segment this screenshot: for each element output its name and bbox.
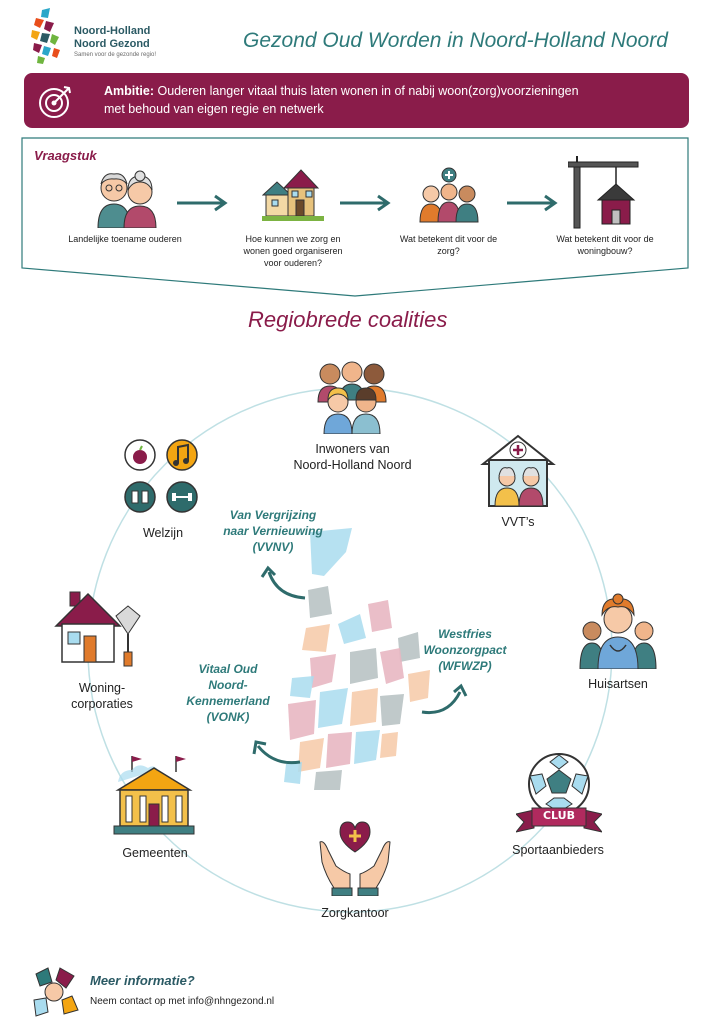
node-inwoners-line-1: Inwoners van (315, 442, 390, 456)
coalition-vvnv-line-3: (VVNV) (252, 540, 294, 554)
residents-icon (317, 361, 387, 434)
arrow-right-icon (340, 194, 391, 212)
node-sportaanbieders: Sportaanbieders (512, 843, 604, 857)
wellbeing-icons (124, 439, 198, 513)
nursing-home-icon (480, 434, 556, 507)
town-hall-icon (113, 756, 195, 835)
contact-info[interactable]: Neem contact op met info@nhngezond.nl (90, 996, 275, 1007)
ambition-label: Ambitie: (104, 84, 154, 98)
ambition-banner: Ambitie: Ouderen langer vitaal thuis lat… (24, 73, 689, 128)
logo-mark-icon (31, 8, 60, 64)
node-gemeenten: Gemeenten (122, 846, 188, 860)
step-3-label-line-2: zorg? (437, 246, 460, 256)
curved-arrow-icon (260, 565, 306, 600)
logo-line-1: Noord-Holland (74, 25, 151, 37)
page-title: Gezond Oud Worden in Noord-Holland Noord (243, 29, 668, 52)
coalition-vonk-line-1: Vitaal Oud (198, 662, 258, 676)
curved-arrow-icon (252, 740, 301, 765)
node-woning-line-1: Woning- (78, 681, 126, 695)
club-badge: CLUB (542, 809, 575, 822)
region-map-icon (284, 528, 430, 790)
soccer-club-icon (516, 753, 602, 833)
step-3-label-line-1: Wat betekent dit voor de (399, 234, 498, 244)
coalition-wfwzp-line-3: (WFWZP) (438, 659, 492, 673)
arrow-right-icon (507, 194, 558, 212)
logo-line-2: Noord Gezond (74, 38, 150, 50)
step-4-label-line-2: woningbouw? (577, 246, 633, 256)
step-2-label-line-2: wonen goed organiseren (243, 246, 343, 256)
coalition-vonk-line-3: Kennemerland (186, 694, 270, 708)
ambition-text-line-2: met behoud van eigen regie en netwerk (104, 102, 324, 116)
curved-arrow-icon (421, 683, 468, 715)
step-2-label-line-3: voor ouderen? (263, 258, 323, 268)
coalition-vonk-line-4: (VONK) (206, 710, 250, 724)
arrow-right-icon (177, 194, 228, 212)
coalition-wfwzp-line-1: Westfries (438, 627, 492, 641)
coalition-vvnv-line-1: Van Vergrijzing (229, 508, 317, 522)
heart-hands-icon (319, 821, 391, 896)
step-4-label-line-1: Wat betekent dit voor de (556, 234, 654, 244)
vraagstuk-title: Vraagstuk (34, 148, 97, 163)
doctors-icon (579, 593, 657, 669)
vraagstuk-frame (21, 137, 689, 297)
coalitions-title: Regiobrede coalities (248, 307, 448, 332)
care-workers-icon (419, 167, 479, 223)
target-icon (39, 86, 71, 118)
house-tools-icon (54, 591, 141, 667)
node-inwoners-line-2: Noord-Holland Noord (293, 458, 412, 472)
construction-crane-icon (568, 156, 639, 229)
node-welzijn: Welzijn (142, 526, 184, 540)
logo[interactable]: Noord-Holland Noord Gezond Samen voor de… (28, 8, 158, 66)
node-huisartsen: Huisartsen (588, 677, 648, 691)
hands-together-icon (33, 967, 79, 1017)
node-vvt: VVT’s (501, 515, 535, 529)
coalition-wfwzp-line-2: Woonzorgpact (423, 643, 507, 657)
ambition-text-line-1: Ouderen langer vitaal thuis laten wonen … (157, 84, 579, 98)
logo-tagline: Samen voor de gezonde regio! (74, 52, 157, 58)
node-woning-line-2: corporaties (71, 697, 133, 711)
houses-icon (262, 169, 324, 221)
more-info-title: Meer informatie? (90, 973, 195, 988)
elderly-couple-icon (97, 170, 157, 228)
step-2-label-line-1: Hoe kunnen we zorg en (245, 234, 341, 244)
step-1-label: Landelijke toename ouderen (68, 234, 182, 244)
node-zorgkantoor: Zorgkantoor (321, 906, 389, 920)
coalition-vvnv-line-2: naar Vernieuwing (223, 524, 323, 538)
coalition-vonk-line-2: Noord- (208, 678, 248, 692)
